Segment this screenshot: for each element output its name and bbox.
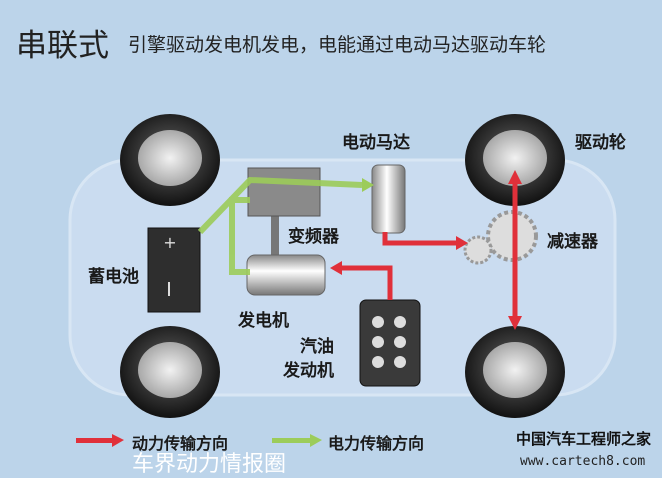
battery-plus: + — [163, 233, 176, 252]
legend-electric-label: 电力传输方向 — [328, 434, 425, 453]
wheel-front-right — [465, 114, 565, 206]
legend-power-arrowhead — [112, 434, 124, 447]
label-drive-wheel: 驱动轮 — [575, 133, 626, 153]
label-battery: 蓄电池 — [88, 267, 139, 287]
power-arrowheads — [330, 170, 522, 330]
motor — [371, 164, 406, 234]
electric-arrowhead — [362, 178, 374, 192]
engine — [359, 299, 421, 387]
legend-electric-arrow — [272, 438, 312, 443]
diagram-title: 串联式 — [16, 28, 109, 64]
legend-power-arrow — [76, 438, 114, 443]
wheel-rear-right — [465, 326, 565, 418]
generator — [246, 254, 326, 296]
label-engine-line2: 发动机 — [283, 361, 334, 381]
legend-electric-arrowhead — [310, 434, 322, 447]
label-inverter: 变频器 — [288, 227, 339, 247]
watermark-site-name: 中国汽车工程师之家 — [516, 430, 652, 448]
car-body — [68, 158, 617, 397]
watermark-brand: 车界动力情报圈 — [132, 452, 287, 477]
label-generator: 发电机 — [238, 311, 289, 331]
power-flow-arrows — [340, 182, 518, 318]
reduction-gears — [463, 210, 538, 265]
watermark-url: www.cartech8.com — [520, 454, 646, 469]
electric-flow-arrows — [197, 176, 363, 275]
label-motor: 电动马达 — [342, 133, 410, 153]
wheel-front-left — [120, 114, 220, 206]
label-engine-line1: 汽油 — [300, 337, 334, 357]
battery-minus — [168, 282, 170, 296]
label-reducer: 减速器 — [547, 232, 598, 252]
mount-pole — [271, 212, 279, 258]
battery — [147, 227, 201, 313]
legend-power-label: 动力传输方向 — [132, 434, 229, 453]
engine-cylinders — [372, 316, 406, 368]
diagram-subtitle: 引擎驱动发电机发电，电能通过电动马达驱动车轮 — [128, 34, 547, 56]
wheel-rear-left — [120, 326, 220, 418]
inverter — [247, 167, 321, 217]
